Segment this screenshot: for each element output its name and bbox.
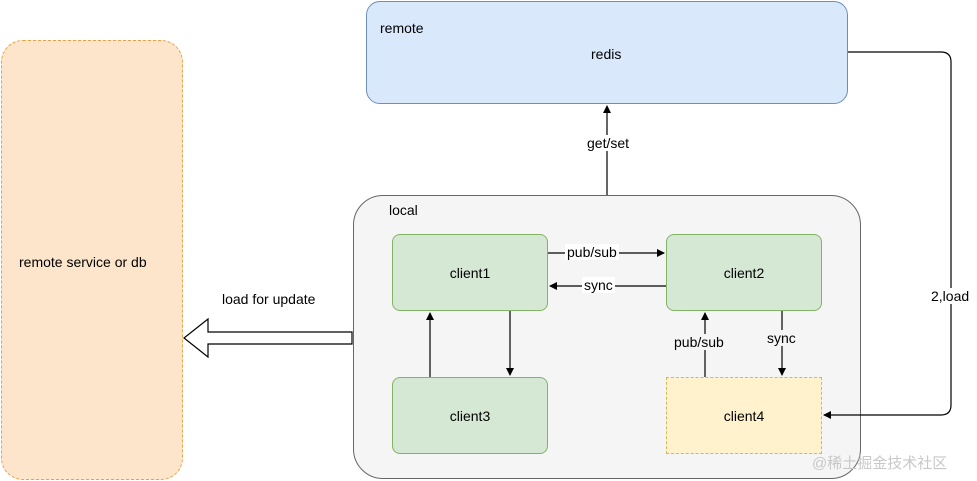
pub-sub-label-1: pub/sub [565, 244, 619, 260]
redis-node[interactable]: remote redis [366, 1, 848, 104]
sync-label-2: sync [765, 330, 798, 346]
get-set-label: get/set [585, 135, 632, 151]
load-for-update-label: load for update [222, 291, 316, 307]
local-group-label: local [389, 202, 418, 218]
pub-sub-label-2: pub/sub [672, 334, 726, 350]
remote-service-node[interactable]: remote service or db [1, 40, 183, 480]
redis-label: redis [591, 46, 622, 62]
load-label: 2,load [929, 288, 972, 304]
client3-label: client3 [449, 407, 491, 424]
watermark: @稀土掘金技术社区 [812, 455, 948, 472]
remote-service-label: remote service or db [19, 254, 147, 270]
client2-node[interactable]: client2 [666, 234, 822, 311]
remote-group-label: remote [380, 20, 424, 36]
load-for-update-arrow [183, 317, 353, 359]
client4-node[interactable]: client4 [666, 377, 822, 454]
sync-label-1: sync [582, 277, 615, 293]
client1-node[interactable]: client1 [392, 234, 548, 311]
client2-label: client2 [723, 264, 765, 281]
client1-label: client1 [449, 264, 491, 281]
client3-node[interactable]: client3 [392, 377, 548, 454]
client4-label: client4 [723, 407, 765, 424]
